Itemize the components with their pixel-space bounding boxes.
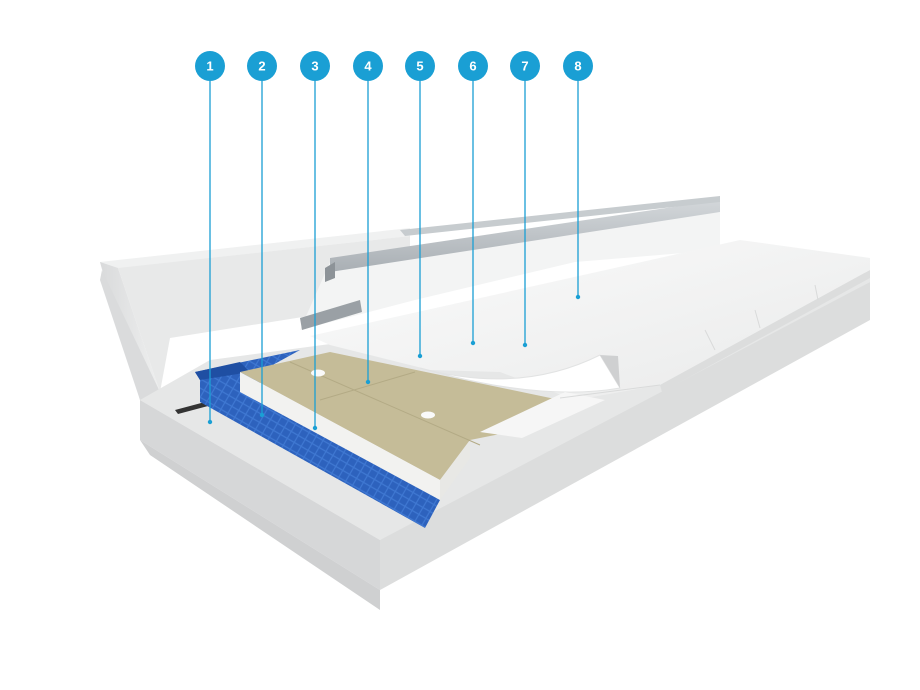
callout-1: 1 (195, 51, 225, 425)
callout-8: 8 (563, 51, 593, 300)
callout-5: 5 (405, 51, 435, 359)
callout-anchor-dot (417, 353, 423, 359)
callout-6: 6 (458, 51, 488, 346)
callout-badge (300, 51, 330, 81)
callout-number: 8 (574, 59, 581, 74)
callout-number: 3 (311, 59, 318, 74)
callout-number: 6 (469, 59, 476, 74)
callout-number: 5 (416, 59, 423, 74)
callout-anchor-dot (470, 340, 476, 346)
callout-badge (195, 51, 225, 81)
callout-badge (353, 51, 383, 81)
callout-anchor-dot (312, 425, 318, 431)
callout-7: 7 (510, 51, 540, 348)
callout-number: 4 (364, 59, 372, 74)
callout-anchor-dot (259, 412, 265, 418)
callout-number: 7 (521, 59, 528, 74)
callout-badge (563, 51, 593, 81)
callout-anchor-dot (522, 342, 528, 348)
callout-badge (405, 51, 435, 81)
callout-4: 4 (353, 51, 383, 385)
callout-badge (510, 51, 540, 81)
callout-number: 2 (258, 59, 265, 74)
callout-number: 1 (206, 59, 213, 74)
callout-badge (247, 51, 277, 81)
insulation-boards (240, 352, 560, 500)
callout-anchor-dot (575, 294, 581, 300)
waterproof-membrane (310, 240, 870, 438)
fastener-washer (421, 411, 435, 419)
callout-layer: 1 2 3 4 5 6 7 8 (195, 51, 593, 431)
fastener-washer (311, 369, 325, 377)
callout-badge (458, 51, 488, 81)
callout-anchor-dot (207, 419, 213, 425)
callout-2: 2 (247, 51, 277, 418)
callout-anchor-dot (365, 379, 371, 385)
callout-3: 3 (300, 51, 330, 431)
